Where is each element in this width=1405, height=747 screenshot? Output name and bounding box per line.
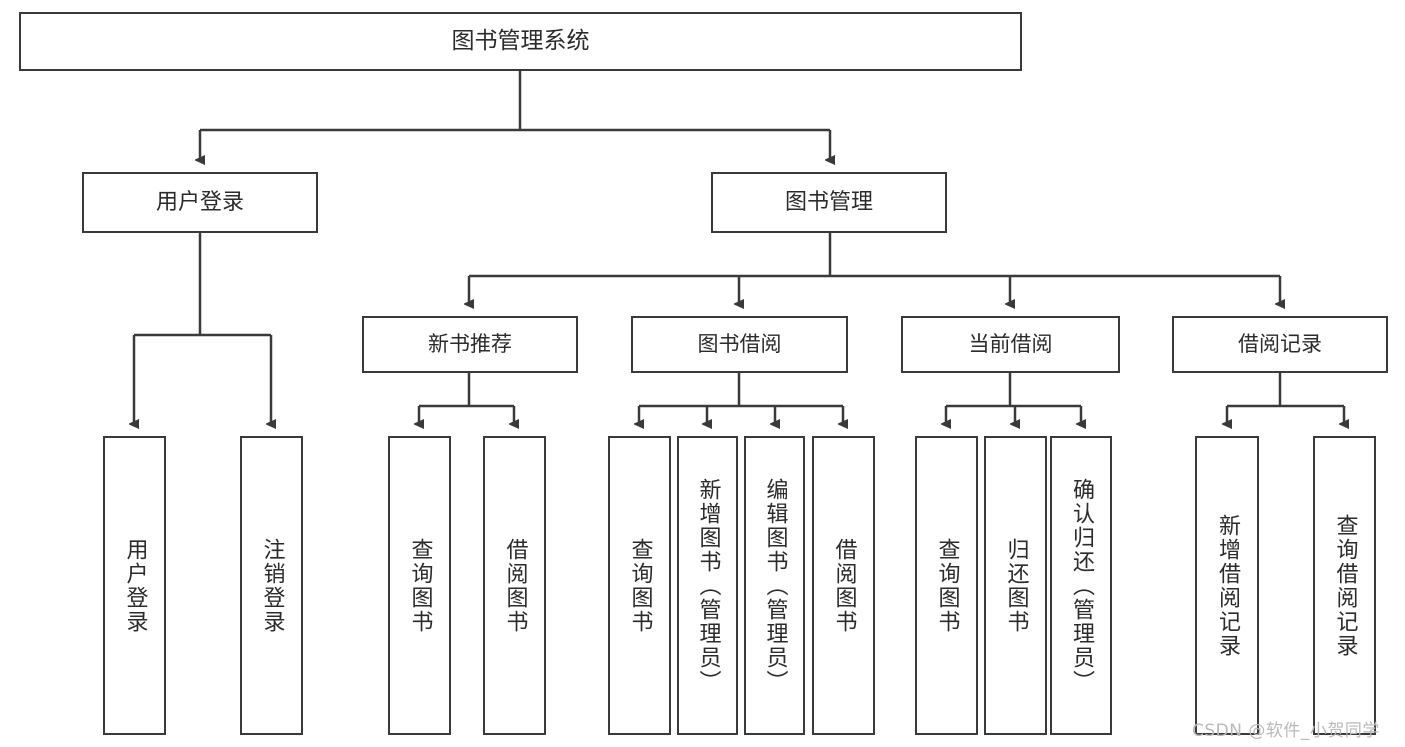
node-root[interactable]: 图书管理系统 [19,12,1022,71]
leaf-node-label: 查询图书 [407,537,433,634]
node-book-management[interactable]: 图书管理 [711,172,947,233]
node-book-borrow-label: 图书借阅 [697,332,782,357]
leaf-node[interactable]: 查询图书 [388,436,451,735]
leaf-node[interactable]: 新增图书（管理员） [677,436,738,735]
node-book-borrow[interactable]: 图书借阅 [631,316,848,373]
leaf-node[interactable]: 编辑图书（管理员） [744,436,805,735]
leaf-node-label: 编辑图书（管理员） [762,477,788,694]
leaf-node[interactable]: 注销登录 [240,436,303,735]
leaf-node-label: 用户登录 [122,537,148,634]
node-user-login[interactable]: 用户登录 [82,172,318,233]
leaf-node-label: 借阅图书 [831,537,857,634]
leaf-node-label: 注销登录 [259,537,285,634]
leaf-node-label: 新增图书（管理员） [695,477,721,694]
leaf-node-label: 新增借阅记录 [1215,513,1240,658]
leaf-node[interactable]: 归还图书 [984,436,1047,735]
leaf-node-label: 借阅图书 [502,537,528,634]
leaf-node[interactable]: 查询图书 [608,436,671,735]
leaf-node[interactable]: 用户登录 [103,436,166,735]
leaf-node[interactable]: 新增借阅记录 [1195,436,1259,735]
node-borrow-record-label: 借阅记录 [1238,332,1322,357]
leaf-node[interactable]: 确认归还（管理员） [1050,436,1112,735]
node-book-management-label: 图书管理 [784,189,873,215]
leaf-node[interactable]: 借阅图书 [812,436,875,735]
leaf-node-label: 查询图书 [934,537,960,634]
node-current-borrow-label: 当前借阅 [968,332,1053,357]
leaf-node-label: 查询图书 [627,537,653,634]
node-root-label: 图书管理系统 [451,27,590,54]
leaf-node-label: 确认归还（管理员） [1069,477,1094,694]
leaf-node[interactable]: 查询借阅记录 [1313,436,1376,735]
leaf-node-label: 归还图书 [1003,537,1029,634]
node-current-borrow[interactable]: 当前借阅 [901,316,1120,373]
node-borrow-record[interactable]: 借阅记录 [1172,316,1388,373]
leaf-node-label: 查询借阅记录 [1332,513,1358,658]
node-user-login-label: 用户登录 [155,189,244,215]
leaf-node[interactable]: 借阅图书 [483,436,546,735]
node-new-book-recommend-label: 新书推荐 [428,332,512,357]
node-new-book-recommend[interactable]: 新书推荐 [362,316,578,373]
leaf-node[interactable]: 查询图书 [915,436,978,735]
